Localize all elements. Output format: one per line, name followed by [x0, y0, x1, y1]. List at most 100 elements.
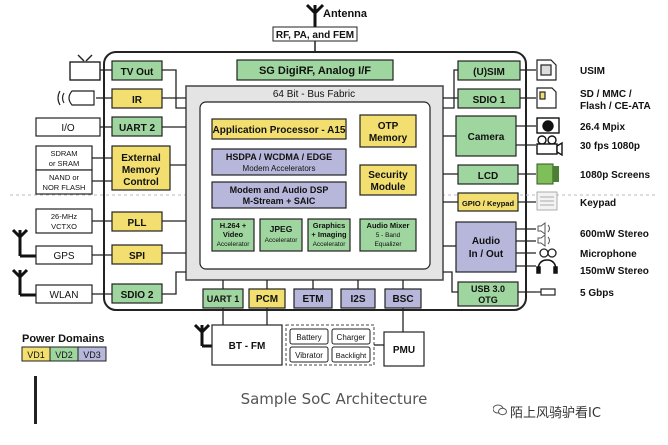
- wlan-label: WLAN: [50, 290, 79, 301]
- audio-mixer-line-2: 5 - Band: [376, 232, 401, 239]
- watermark: 陌上风骑驴看IC: [510, 406, 601, 421]
- vd3-swatch: [77, 346, 107, 362]
- bsc-block: [384, 288, 422, 309]
- sdio1-block: [457, 88, 521, 109]
- video-camera-icon: [536, 135, 563, 157]
- bt-fm-label: BT - FM: [229, 341, 266, 352]
- sdio2-label: SDIO 2: [121, 290, 154, 301]
- bt-fm-device: [211, 324, 283, 366]
- usim-block: [457, 60, 521, 81]
- uart1-label: UART 1: [207, 294, 240, 304]
- sg-digirf-label: SG DigiRF, Analog I/F: [259, 65, 371, 77]
- ext-mem-line-3: Control: [123, 177, 159, 188]
- audio-mixer-line-1: Audio Mixer: [367, 221, 410, 230]
- sg-digirf-block: [236, 59, 394, 81]
- ext-mem-line-2: Memory: [122, 165, 161, 176]
- usb-plug-icon: [536, 288, 556, 296]
- sdram-line-1: SDRAM: [50, 149, 77, 158]
- security-module-block: [359, 164, 417, 196]
- hsdpa-block: [211, 148, 347, 176]
- pcm-label: PCM: [256, 294, 278, 305]
- screen-icon: [536, 163, 559, 185]
- jpeg-block: [259, 218, 303, 252]
- battery-box: [289, 328, 329, 345]
- bus-fabric-label: 64 Bit - Bus Fabric: [273, 89, 355, 100]
- battery-label: Battery: [296, 333, 321, 342]
- sdram-device: [35, 145, 93, 171]
- rf-label: RF, PA, and FEM: [276, 30, 354, 41]
- vd3-label: VD3: [83, 350, 101, 360]
- hsdpa-line-1: HSDPA / WCDMA / EDGE: [226, 152, 332, 162]
- spi-block: [111, 244, 163, 265]
- sdio1-label: SDIO 1: [473, 95, 506, 106]
- tv-out-block: [111, 60, 163, 81]
- gpio-label: GPIO / Keypad: [462, 199, 515, 208]
- uart2-label: UART 2: [119, 123, 156, 134]
- gps-antenna-icon: [11, 228, 36, 258]
- audio-block: [455, 221, 517, 273]
- charger-label: Charger: [337, 333, 366, 342]
- wlan-antenna-icon: [11, 268, 36, 297]
- tv-out-label: TV Out: [121, 67, 154, 78]
- jpeg-line-2: Accelerator: [265, 237, 299, 244]
- mpix-label: 26.4 Mpix: [580, 122, 625, 133]
- keypad-icon: [536, 191, 558, 211]
- otp-line-1: OTP: [378, 121, 399, 132]
- vd2-label: VD2: [55, 350, 73, 360]
- graphics-line-1: Graphics: [313, 221, 346, 230]
- stereo600-label: 600mW Stereo: [580, 229, 649, 240]
- h264-line-2: Video: [223, 230, 244, 239]
- uart1-block: [202, 288, 244, 309]
- h264-block: [211, 218, 255, 252]
- usb-block: [457, 281, 519, 307]
- h264-line-3: Accelerator: [217, 241, 251, 248]
- sd-line-1: SD / MMC /: [580, 89, 632, 100]
- audio-line-2: In / Out: [469, 249, 504, 260]
- remote-icon: [57, 90, 95, 106]
- vctxo-line-2: VCTXO: [51, 222, 77, 231]
- caption-bar: [34, 376, 37, 424]
- security-line-1: Security: [368, 170, 408, 181]
- io-device: [35, 117, 101, 137]
- tv-icon: [69, 54, 101, 81]
- modem-dsp-block: [211, 181, 347, 209]
- nand-line-2: NOR FLASH: [43, 183, 86, 192]
- app-processor-block: [211, 118, 347, 140]
- ir-block: [111, 88, 163, 109]
- backlight-box: [331, 346, 371, 363]
- stereo150-label: 150mW Stereo: [580, 266, 649, 277]
- headphones-icon: [536, 259, 558, 274]
- pmu-device: [383, 331, 425, 367]
- vibrator-box: [289, 346, 329, 363]
- graphics-line-3: Accelerator: [313, 241, 347, 248]
- vibrator-label: Vibrator: [295, 351, 323, 360]
- ext-mem-line-1: External: [121, 153, 161, 164]
- keypad-label: Keypad: [580, 198, 616, 209]
- i2s-label: I2S: [350, 294, 365, 305]
- sdio2-block: [111, 283, 163, 304]
- pll-block: [111, 211, 163, 232]
- gbps-label: 5 Gbps: [580, 288, 614, 299]
- lcd-label: LCD: [478, 171, 499, 182]
- sdram-line-2: or SRAM: [49, 159, 79, 168]
- pcm-block: [248, 288, 286, 309]
- security-line-2: Module: [371, 182, 406, 193]
- screens-label: 1080p Screens: [580, 170, 650, 181]
- nand-device: [35, 169, 93, 195]
- h264-line-1: H.264 +: [220, 221, 247, 230]
- uart2-block: [111, 116, 163, 137]
- bsc-label: BSC: [392, 294, 413, 305]
- app-processor-label: Application Processor - A15: [213, 125, 346, 136]
- wlan-device: [35, 284, 93, 304]
- power-domains-title: Power Domains: [22, 333, 105, 345]
- modem-dsp-line-1: Modem and Audio DSP: [230, 185, 329, 195]
- antenna-icon: [305, 3, 325, 28]
- pmu-label: PMU: [393, 345, 415, 356]
- gps-label: GPS: [53, 251, 74, 262]
- camera-label: Camera: [468, 132, 505, 143]
- i2s-block: [340, 288, 376, 309]
- etm-block: [293, 288, 333, 309]
- wechat-icon: [493, 404, 507, 416]
- camera-block: [455, 115, 517, 157]
- speaker-icon: [537, 222, 550, 247]
